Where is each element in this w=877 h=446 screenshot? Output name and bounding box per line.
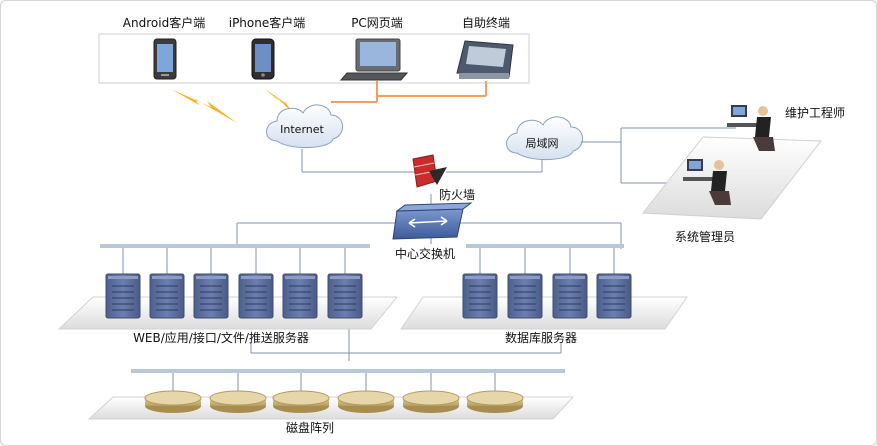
server-icon [327,273,363,319]
system-admin-icon [683,159,731,205]
firewall-icon [412,154,447,188]
switch-label: 中心交换机 [395,246,455,261]
disk-array-label: 磁盘阵列 [286,420,334,435]
disk-icon [337,390,395,414]
web-servers-label: WEB/应用/接口/文件/推送服务器 [133,330,309,345]
server-icon [238,273,274,319]
android-phone-icon [153,38,177,80]
system-admin-label: 系统管理员 [675,229,735,244]
firewall-label: 防火墙 [439,187,475,202]
client-links [331,81,487,103]
disk-icon [466,390,524,414]
server-icon [193,273,229,319]
network-links [236,127,736,361]
self-service-terminal-icon [456,40,514,79]
maintenance-engineer-icon [727,105,775,151]
db-server-platform [400,296,688,330]
server-icon [462,273,498,319]
db-server-bus [466,244,624,248]
internet-cloud-icon [266,104,343,149]
disk-icon [272,390,330,414]
client-label-iphone: iPhone客户端 [229,15,306,30]
internet-label: Internet [280,123,324,136]
server-icon [596,273,632,319]
wireless-signal-icon [265,89,293,113]
server-icon [105,273,141,319]
disk-icon [402,390,460,414]
server-icon [552,273,588,319]
staff-platform [642,136,822,220]
maintenance-engineer-label: 维护工程师 [785,105,845,120]
client-label-android: Android客户端 [123,15,205,30]
client-label-terminal: 自助终端 [462,15,510,30]
central-switch-icon [392,202,473,240]
disk-array-bus [131,369,565,373]
client-label-pc: PC网页端 [351,16,403,30]
web-servers [105,248,363,319]
disk-icon [144,390,202,414]
iphone-icon [251,38,275,80]
db-servers-label: 数据库服务器 [505,330,577,345]
server-icon [507,273,543,319]
pc-monitor-icon [339,38,409,81]
disk-icon [209,390,267,414]
server-icon [282,273,318,319]
disk-array [144,373,524,414]
lan-label: 局域网 [526,137,559,150]
server-icon [149,273,185,319]
wireless-signal-icon [171,89,237,123]
lan-cloud-icon [506,116,583,161]
db-servers [462,248,632,319]
web-server-bus [100,244,370,248]
